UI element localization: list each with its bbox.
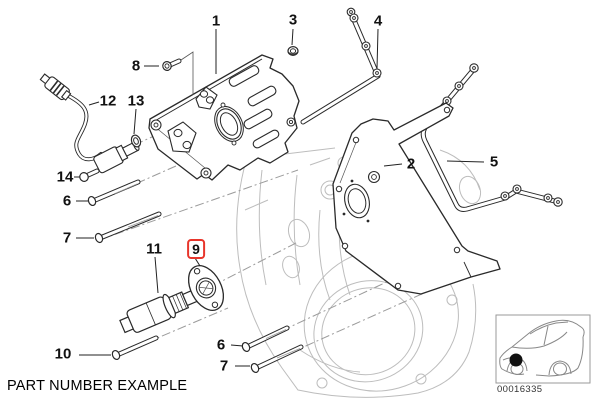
bolt-8 (162, 51, 194, 95)
highlighted-flange (187, 265, 225, 311)
part-callout-3[interactable]: 3 (288, 11, 298, 29)
camshaft-sensor (39, 73, 140, 174)
sealing-washer (130, 134, 142, 148)
part-callout-5[interactable]: 5 (489, 153, 499, 171)
part-callout-6-right[interactable]: 6 (216, 336, 226, 354)
bolt-7-right (250, 344, 304, 374)
upper-timing-cover (148, 54, 300, 181)
lower-timing-cover (332, 102, 501, 295)
leader-lines (74, 28, 485, 367)
bolt-7-left (94, 211, 162, 244)
part-callout-13[interactable]: 13 (127, 92, 145, 110)
part-callout-6-left[interactable]: 6 (62, 192, 72, 210)
vehicle-location-dot (509, 353, 523, 367)
bolt-10 (111, 335, 159, 361)
gasket-strip-5 (420, 63, 563, 212)
part-callout-10[interactable]: 10 (54, 345, 72, 363)
part-callout-9[interactable]: 9 (187, 239, 205, 259)
part-callout-2[interactable]: 2 (406, 155, 416, 173)
bolt-6-left (87, 179, 141, 207)
bolt-14 (79, 168, 100, 182)
part-callout-1[interactable]: 1 (211, 12, 221, 30)
part-callout-14[interactable]: 14 (56, 168, 74, 186)
part-callout-4[interactable]: 4 (373, 12, 383, 30)
page-caption: PART NUMBER EXAMPLE (7, 378, 188, 394)
solenoid-valve (119, 289, 202, 334)
vehicle-thumbnail (495, 314, 591, 384)
part-callout-12[interactable]: 12 (99, 92, 117, 110)
part-callout-11[interactable]: 11 (146, 240, 162, 258)
bolt-6-right (241, 325, 290, 353)
part-callout-7-left[interactable]: 7 (62, 229, 72, 247)
part-callout-8[interactable]: 8 (131, 57, 141, 75)
hex-nut (287, 45, 299, 56)
diagram-image-code: 00016335 (497, 384, 543, 395)
part-callout-7-right[interactable]: 7 (219, 357, 229, 375)
gasket-strip-4 (300, 7, 382, 125)
engine-block-art (236, 146, 482, 398)
